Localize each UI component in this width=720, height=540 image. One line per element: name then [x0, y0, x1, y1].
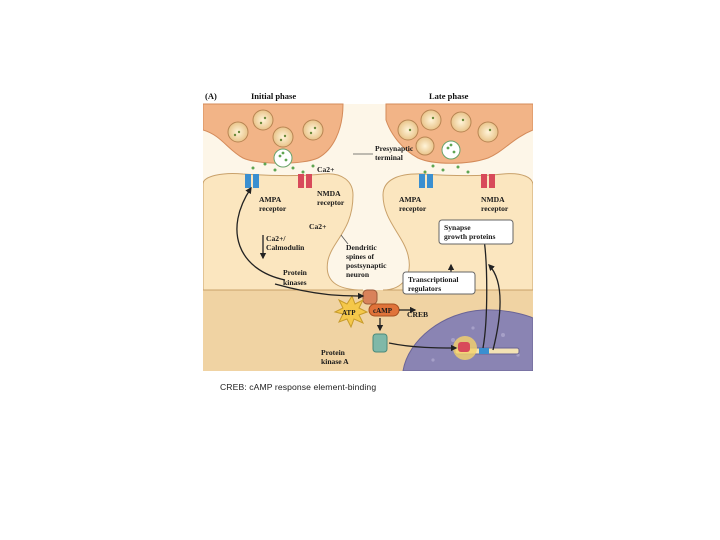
nmda-receptor-left: [298, 174, 312, 188]
ca-calmodulin-label-2: Calmodulin: [266, 243, 305, 252]
dendritic-label-1: Dendritic: [346, 243, 377, 252]
transcriptional-box: [402, 271, 476, 295]
ampa-left-label-2: receptor: [259, 204, 287, 213]
transcriptional-label-1: Transcriptional: [408, 275, 459, 284]
ampa-left-label-1: AMPA: [259, 195, 282, 204]
ampa-right-label-1: AMPA: [399, 195, 422, 204]
camp-label: cAMP: [373, 307, 393, 315]
protein-kinases-label-1: Protein: [283, 268, 308, 277]
synapse-growth-label-1: Synapse: [444, 223, 471, 232]
vesicles-right: [397, 109, 499, 160]
synapse-growth-label-2: growth proteins: [444, 232, 495, 241]
ltp-diagram: (A) Initial phase Late phase Presynaptic…: [203, 90, 533, 371]
ca-calmodulin-label-1: Ca2+/: [266, 234, 286, 243]
pointer-lines: [340, 153, 373, 245]
panel-letter: (A): [205, 91, 217, 101]
pka-label-2: kinase A: [321, 357, 349, 366]
ltp-diagram-svg: (A) Initial phase Late phase Presynaptic…: [203, 90, 533, 371]
nucleus-texture: [431, 326, 520, 362]
nmda-left-label-2: receptor: [317, 198, 345, 207]
nmda-right-label-1: NMDA: [481, 195, 505, 204]
creb-label: CREB: [407, 310, 428, 319]
vesicles-left: [227, 109, 324, 168]
dendritic-label-3: postsynaptic: [346, 261, 387, 270]
adenylyl-cyclase: [362, 289, 378, 305]
nmda-left-label-1: NMDA: [317, 189, 341, 198]
creb-protein: [458, 342, 470, 352]
neurotransmitter-dots: [251, 162, 470, 174]
ca2-mid-label: Ca2+: [309, 222, 326, 231]
initial-phase-title: Initial phase: [251, 91, 296, 101]
dna-gene: [479, 348, 489, 354]
ampa-right-label-2: receptor: [399, 204, 427, 213]
dendritic-label-2: spines of: [346, 252, 375, 261]
ampa-receptor-right: [419, 174, 433, 188]
synapse-growth-box: [438, 219, 514, 245]
ca2-top-label: Ca2+: [317, 165, 334, 174]
transcriptional-label-2: regulators: [408, 284, 441, 293]
protein-kinases-label-2: kinases: [283, 278, 307, 287]
pka-label-1: Protein: [321, 348, 346, 357]
atp-burst: [333, 294, 369, 329]
dendritic-label-4: neuron: [346, 270, 370, 279]
late-phase-title: Late phase: [429, 91, 469, 101]
ampa-receptor-left: [245, 174, 259, 188]
presynaptic-label-1: Presynaptic: [375, 144, 414, 153]
presynaptic-label-2: terminal: [375, 153, 403, 162]
atp-label: ATP: [342, 309, 356, 317]
figure-caption: CREB: cAMP response element-binding: [220, 382, 377, 392]
nmda-right-label-2: receptor: [481, 204, 509, 213]
nmda-receptor-right: [481, 174, 495, 188]
pka-enzyme: [372, 333, 388, 353]
